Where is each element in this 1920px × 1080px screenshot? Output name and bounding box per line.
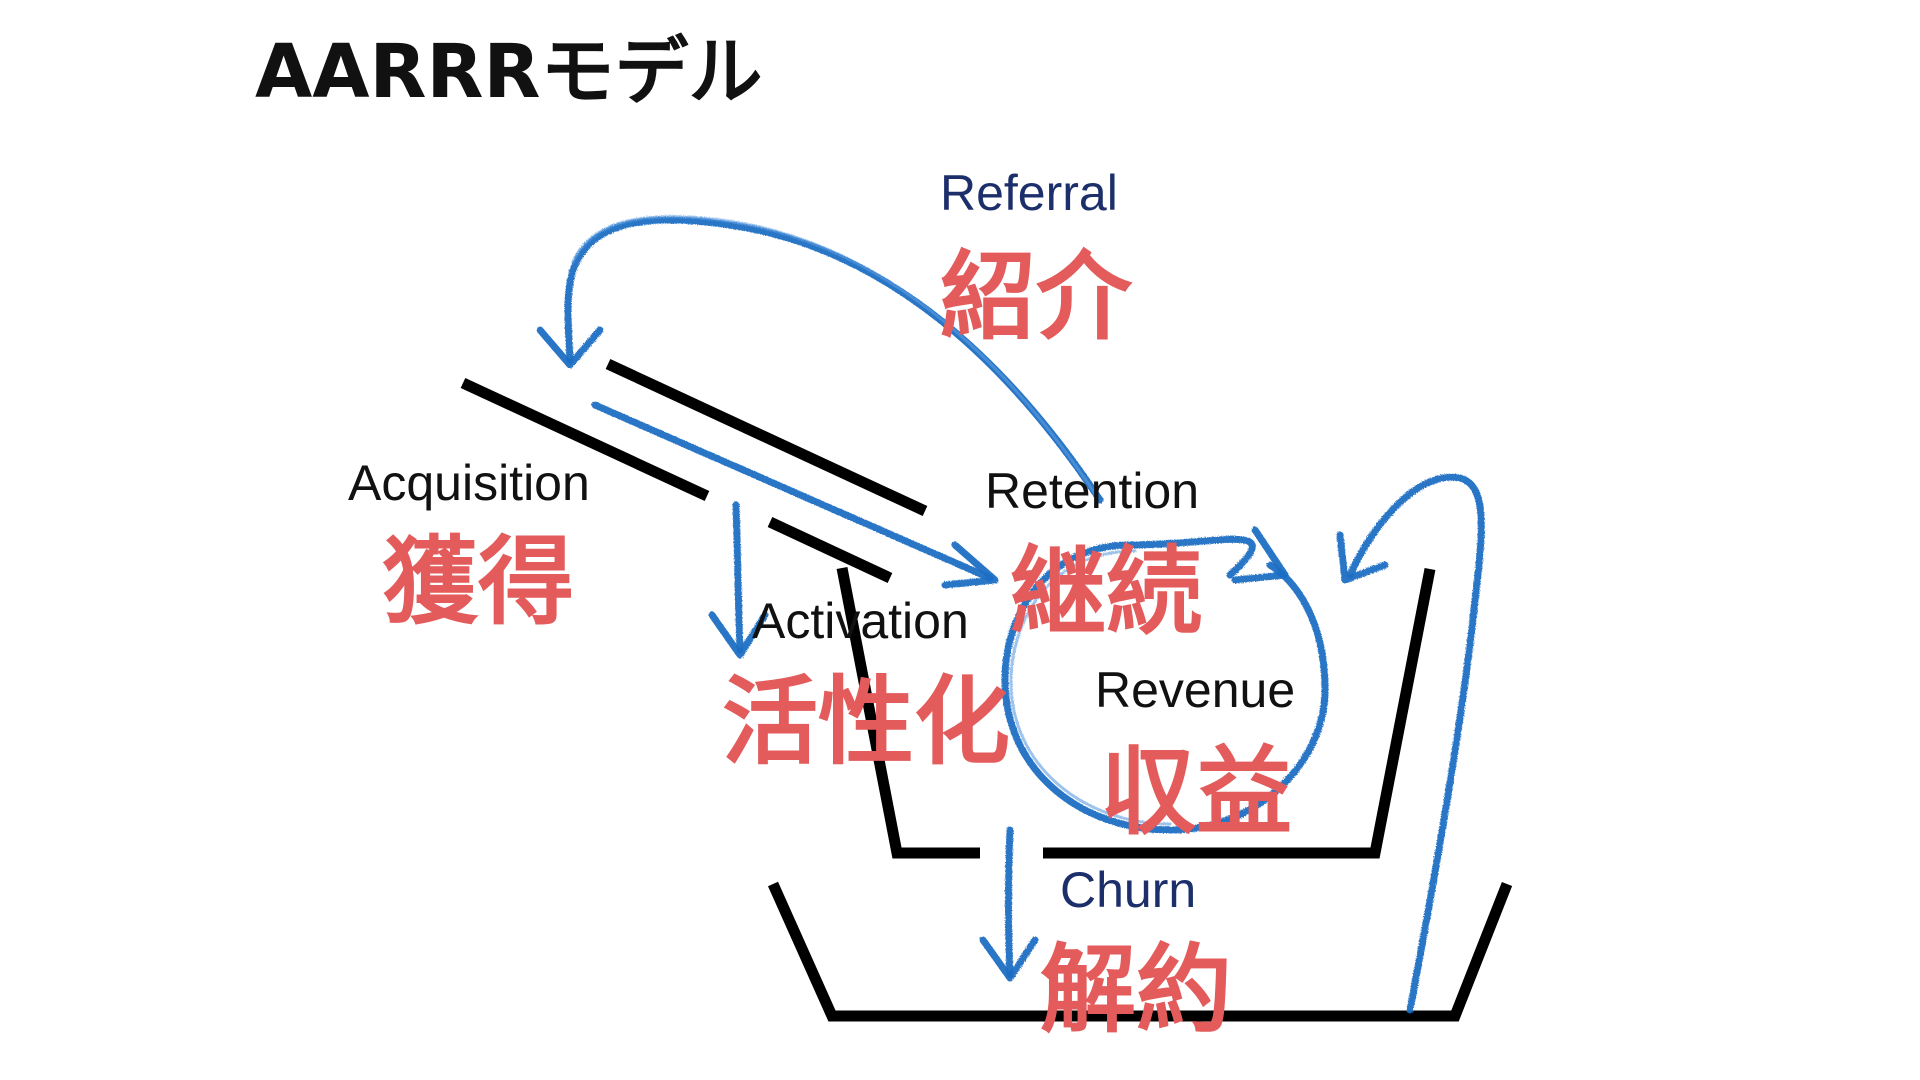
revenue-label-ja: 収益 (1100, 736, 1292, 848)
acquisition-chute-lower-right (767, 517, 893, 583)
page-title: AARRRモデル (255, 29, 763, 115)
churn-return-arrow (1346, 473, 1485, 1014)
churn-tray (767, 881, 1513, 1022)
retention-circle-texture (1009, 549, 1172, 826)
retention-label-ja: 継続 (1010, 536, 1202, 648)
stage-churn: Churn 解約 (1040, 862, 1232, 1046)
revenue-label-en: Revenue (1095, 662, 1295, 718)
retention-bucket-left (836, 566, 980, 859)
acquisition-to-retention-arrow-head (941, 541, 999, 589)
churn-label-en: Churn (1060, 862, 1196, 918)
to-churn-arrow (1005, 826, 1014, 979)
referral-arrow-texture (571, 215, 1098, 497)
acquisition-to-activation-arrow (732, 501, 744, 654)
stage-activation: Activation 活性化 (722, 593, 1010, 778)
acquisition-chute-upper (605, 359, 928, 516)
stage-referral: Referral 紹介 (940, 165, 1133, 353)
acquisition-to-activation-arrow-head (708, 611, 769, 659)
referral-label-ja: 紹介 (940, 241, 1133, 353)
retention-revenue-circle (1001, 535, 1329, 834)
retention-label-en: Retention (985, 463, 1199, 519)
referral-arrow-head (536, 326, 604, 369)
acquisition-chute-lower-left (460, 378, 710, 501)
stage-acquisition: Acquisition 獲得 (348, 455, 590, 638)
stage-retention: Retention 継続 (985, 463, 1202, 648)
activation-label-en: Activation (752, 593, 969, 649)
funnel-structure (460, 359, 1513, 1022)
churn-return-arrow-head (1336, 531, 1389, 584)
activation-label-ja: 活性化 (722, 666, 1010, 778)
churn-label-ja: 解約 (1040, 934, 1232, 1046)
acquisition-label-en: Acquisition (348, 455, 590, 511)
referral-label-en: Referral (940, 165, 1118, 221)
retention-circle-arrow-head (1231, 526, 1289, 584)
flow-arrows (536, 215, 1485, 1014)
stage-revenue: Revenue 収益 (1095, 662, 1295, 848)
retention-bucket-right (1043, 567, 1436, 859)
acquisition-to-retention-arrow (591, 401, 994, 582)
acquisition-label-ja: 獲得 (382, 526, 574, 638)
to-churn-arrow-head (979, 936, 1039, 982)
